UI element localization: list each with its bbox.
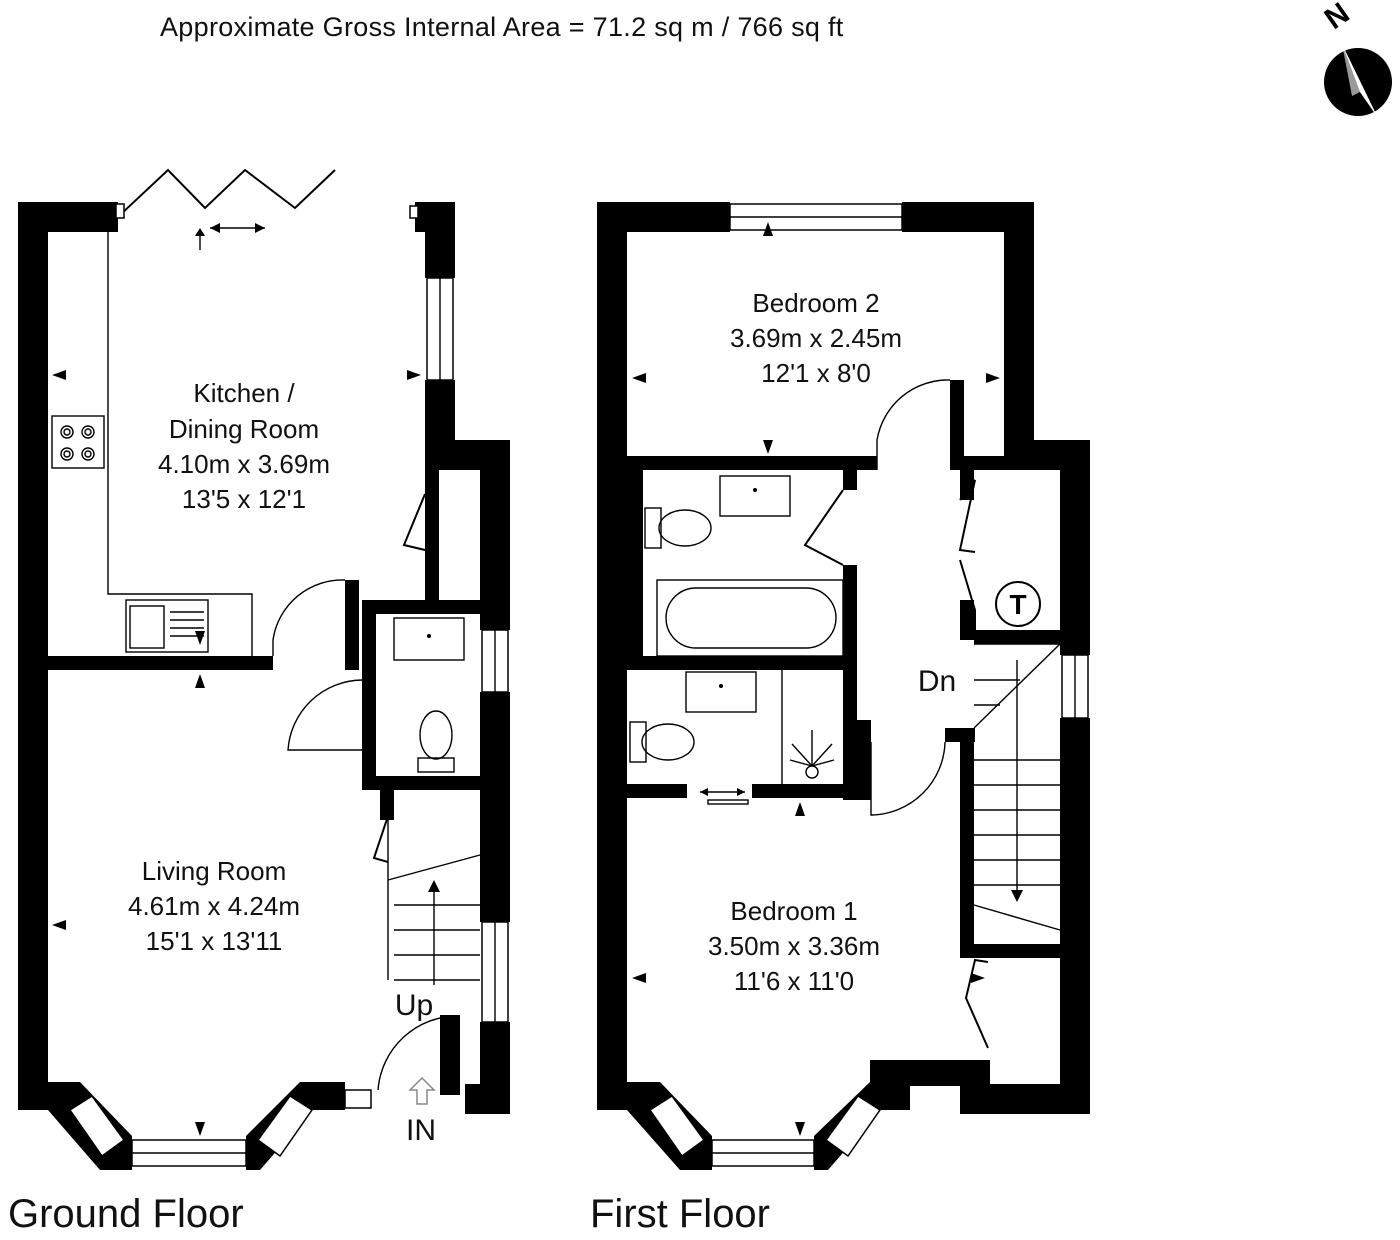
ground-floor-label: Ground Floor (8, 1192, 244, 1236)
kitchen-metric: 4.10m x 3.69m (158, 449, 330, 479)
north-compass-icon: N (1319, 0, 1392, 118)
bedroom2-name: Bedroom 2 (752, 288, 879, 318)
ground-stairs (387, 790, 481, 985)
first-floor-label: First Floor (590, 1192, 770, 1236)
kitchen-name-line2: Dining Room (169, 414, 319, 444)
entrance-label: IN (406, 1114, 436, 1147)
bedroom1-name: Bedroom 1 (730, 896, 857, 926)
first-floor-stairs (973, 643, 1061, 931)
shower-head-icon (789, 730, 835, 779)
living-imperial: 15'1 x 13'11 (146, 926, 283, 956)
stairs-up-label: Up (395, 989, 433, 1022)
gross-area-title: Approximate Gross Internal Area = 71.2 s… (160, 12, 844, 42)
bedroom1-imperial: 11'6 x 11'0 (734, 966, 854, 996)
living-name: Living Room (142, 856, 287, 886)
bedroom1-metric: 3.50m x 3.36m (708, 931, 880, 961)
stairs-down-label: Dn (918, 665, 956, 698)
kitchen-name-line1: Kitchen / (193, 378, 295, 408)
kitchen-imperial: 13'5 x 12'1 (182, 484, 306, 514)
water-tank-label: T (1009, 589, 1026, 620)
bedroom2-metric: 3.69m x 2.45m (730, 323, 902, 353)
living-metric: 4.61m x 4.24m (128, 891, 300, 921)
bedroom2-imperial: 12'1 x 8'0 (761, 358, 871, 388)
ground-floor-walls (18, 202, 510, 1170)
